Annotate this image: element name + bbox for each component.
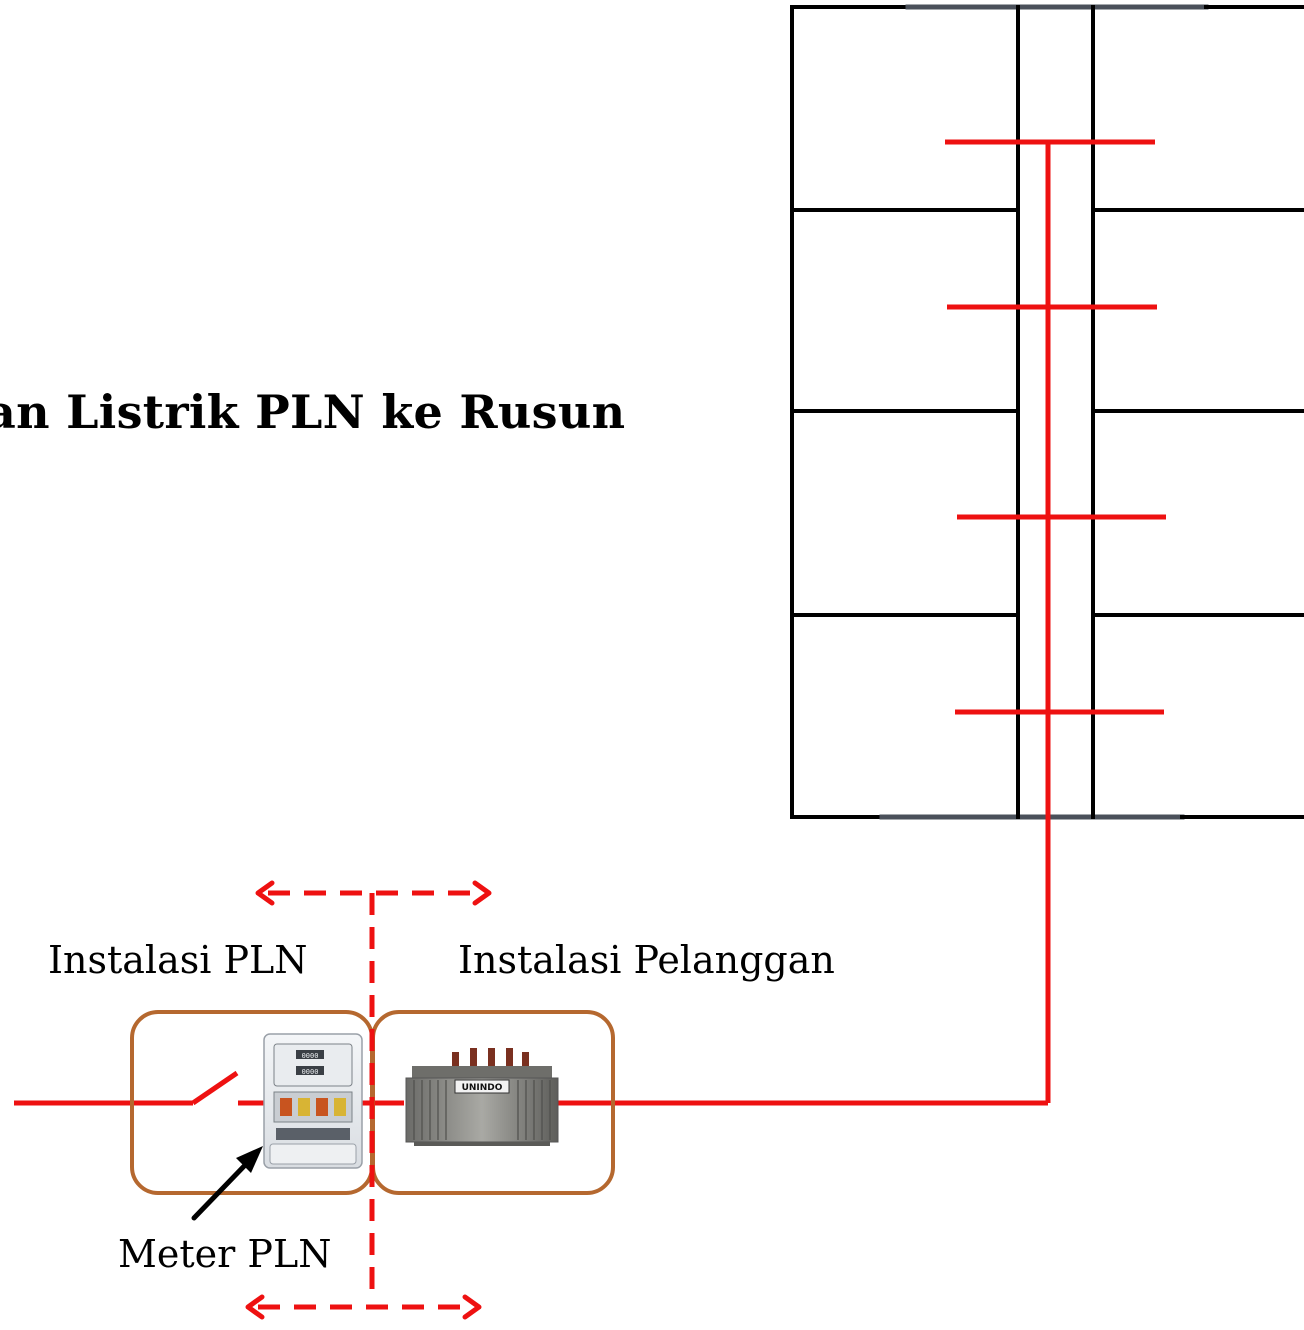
transformer-device: UNINDO — [405, 1048, 559, 1146]
building — [790, 4, 1304, 820]
transformer-fins — [413, 1080, 551, 1140]
bushing-4 — [506, 1048, 513, 1068]
instalasi-pelanggan-label: Instalasi Pelanggan — [458, 938, 835, 982]
meter-terminal-4 — [334, 1098, 346, 1116]
meter-counter-2-text: 0000 — [302, 1068, 319, 1076]
bottom-arrowhead-right — [462, 1294, 482, 1320]
meter-counter-1 — [296, 1050, 324, 1059]
meter-bottom-cover — [269, 1143, 357, 1165]
meter-counter-1-text: 0000 — [302, 1052, 319, 1060]
bushing-5 — [522, 1052, 529, 1068]
diagram-title: an Listrik PLN ke Rusun — [0, 385, 626, 439]
meter-pointer-arrow — [191, 1146, 263, 1221]
bushing-2 — [470, 1048, 477, 1068]
pointer-head — [236, 1146, 263, 1173]
meter-terminal-1 — [280, 1098, 292, 1116]
meter-pln-device: 0000 0000 — [263, 1033, 363, 1169]
meter-terminal-block — [276, 1128, 350, 1140]
transformer-base — [414, 1142, 550, 1146]
pointer-shaft — [191, 1157, 253, 1221]
meter-terminal-3 — [316, 1098, 328, 1116]
top-arrowhead-left — [255, 880, 275, 906]
switch-blade — [191, 1070, 239, 1106]
meter-pln-label: Meter PLN — [118, 1232, 332, 1276]
meter-terminal-2 — [298, 1098, 310, 1116]
bushing-3 — [488, 1048, 495, 1068]
top-arrowhead-right — [472, 880, 492, 906]
meter-counter-2 — [296, 1066, 324, 1075]
instalasi-pln-label: Instalasi PLN — [48, 938, 308, 982]
power-lines — [14, 139, 1166, 1106]
bottom-arrowhead-left — [245, 1294, 265, 1320]
transformer-top-cover — [412, 1066, 552, 1080]
transformer-nameplate — [454, 1079, 510, 1094]
bushing-1 — [452, 1052, 459, 1068]
meter-face — [273, 1043, 353, 1087]
boundary — [245, 880, 492, 1320]
transformer-brand: UNINDO — [462, 1083, 503, 1093]
